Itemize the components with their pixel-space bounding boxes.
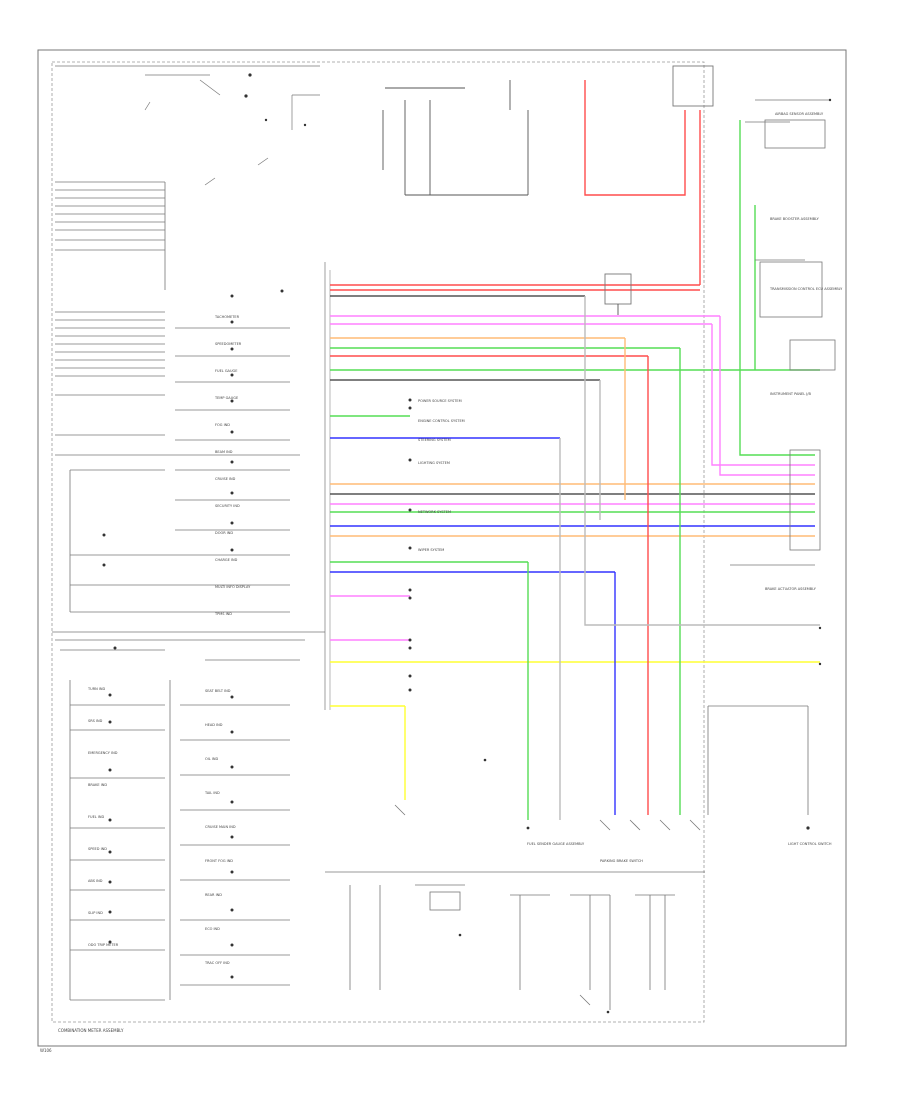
meter-label-2: FUEL GAUGE <box>215 369 237 373</box>
meter-label-6: CRUISE IND <box>215 477 236 481</box>
bottom-terminals <box>458 758 810 1014</box>
meter-label-11: TPMS IND <box>214 612 232 616</box>
bottom-switches <box>349 804 701 1010</box>
left-harness-top <box>55 181 166 290</box>
system-label-3: INSTRUMENT PANEL J/B <box>770 392 811 396</box>
footer-meter-label: COMBINATION METER ASSEMBLY <box>58 1028 124 1033</box>
lower-left-label-2: EMERGENCY IND <box>88 751 118 755</box>
system-label-5: FUEL SENDER GAUGE ASSEMBLY <box>527 842 585 846</box>
lower-left-label-5: SPEED IND <box>88 847 107 851</box>
bus-annotation-1: ENGINE CONTROL SYSTEM <box>418 419 465 423</box>
lower-left-label-7: SLIP IND <box>88 911 103 915</box>
bus-annotation-5: WIPER SYSTEM <box>418 548 444 552</box>
bus-annotation-0: POWER SOURCE SYSTEM <box>418 399 462 403</box>
lower-left-label-3: BRAKE IND <box>88 783 107 787</box>
bus-annotation-markers <box>408 398 412 692</box>
bus-annotation-3: LIGHTING SYSTEM <box>418 461 450 465</box>
right-components <box>707 99 836 815</box>
v-red-a-wire <box>584 80 686 196</box>
top-connectors <box>382 65 714 315</box>
system-label-6: PARKING BRAKE SWITCH <box>600 859 643 863</box>
system-label-0: AIRBAG SENSOR ASSEMBLY <box>775 112 824 116</box>
meter-label-0: TACHOMETER <box>214 315 240 319</box>
system-label-1: BRAKE BOOSTER ASSEMBLY <box>770 217 820 221</box>
system-label-4: BRAKE ACTUATOR ASSEMBLY <box>765 587 817 591</box>
lower-right-label-4: CRUISE MAIN IND <box>205 825 236 829</box>
right-terminal-marks <box>818 98 832 666</box>
lower-left-label-4: FUEL IND <box>88 815 104 819</box>
v-gray-a-wire <box>584 296 820 626</box>
v-pink-b-wire <box>711 324 815 466</box>
meter-label-7: SECURITY IND <box>215 504 240 508</box>
system-label-7: LIGHT CONTROL SWITCH <box>788 842 832 846</box>
lower-right-label-3: TAIL IND <box>204 791 220 795</box>
meter-indicator-rows <box>69 327 290 613</box>
diagram-frame <box>37 49 847 1047</box>
top-left-switches <box>55 65 320 186</box>
lower-right-label-2: OIL IND <box>205 757 219 761</box>
lower-right-label-7: ECO IND <box>205 927 220 931</box>
lower-right-label-8: TRAC OFF IND <box>204 961 230 965</box>
lower-left-label-8: ODO TRIP METER <box>88 943 119 947</box>
v-pink-a-wire <box>719 316 815 476</box>
meter-label-10: MULTI INFO DISPLAY <box>215 585 251 589</box>
bus-annotation-2: STEERING SYSTEM <box>418 438 451 442</box>
meter-label-3: TEMP GAUGE <box>214 396 238 400</box>
footer-bottom-label: W106 <box>40 1048 52 1053</box>
lower-right-label-0: SEAT BELT IND <box>205 689 231 693</box>
meter-row-dots <box>102 289 284 567</box>
meter-label-5: BEAM IND <box>215 450 233 454</box>
lower-left-indicators <box>55 639 305 1001</box>
meter-label-1: SPEEDOMETER <box>215 342 242 346</box>
meter-label-9: CHARGE IND <box>215 558 238 562</box>
bus-wires <box>330 284 820 707</box>
bus-annotation-4: NETWORK SYSTEM <box>418 510 451 514</box>
lower-right-label-6: REAR IND <box>205 893 222 897</box>
lower-left-label-6: ABS IND <box>88 879 103 883</box>
vertical-drops <box>404 80 820 820</box>
lower-right-label-5: FRONT FOG IND <box>205 859 233 863</box>
combination-meter-boundary <box>51 61 705 1023</box>
system-label-2: TRANSMISSION CONTROL ECU ASSEMBLY <box>769 287 843 291</box>
lower-left-label-0: TURN IND <box>87 687 106 691</box>
lower-indicator-dots <box>108 646 234 979</box>
left-harness-mid <box>55 311 300 456</box>
meter-label-4: FOG IND <box>215 423 230 427</box>
lower-left-label-1: SRS IND <box>88 719 103 723</box>
meter-label-8: DOOR IND <box>215 531 233 535</box>
lower-right-label-1: HEAD IND <box>205 723 223 727</box>
